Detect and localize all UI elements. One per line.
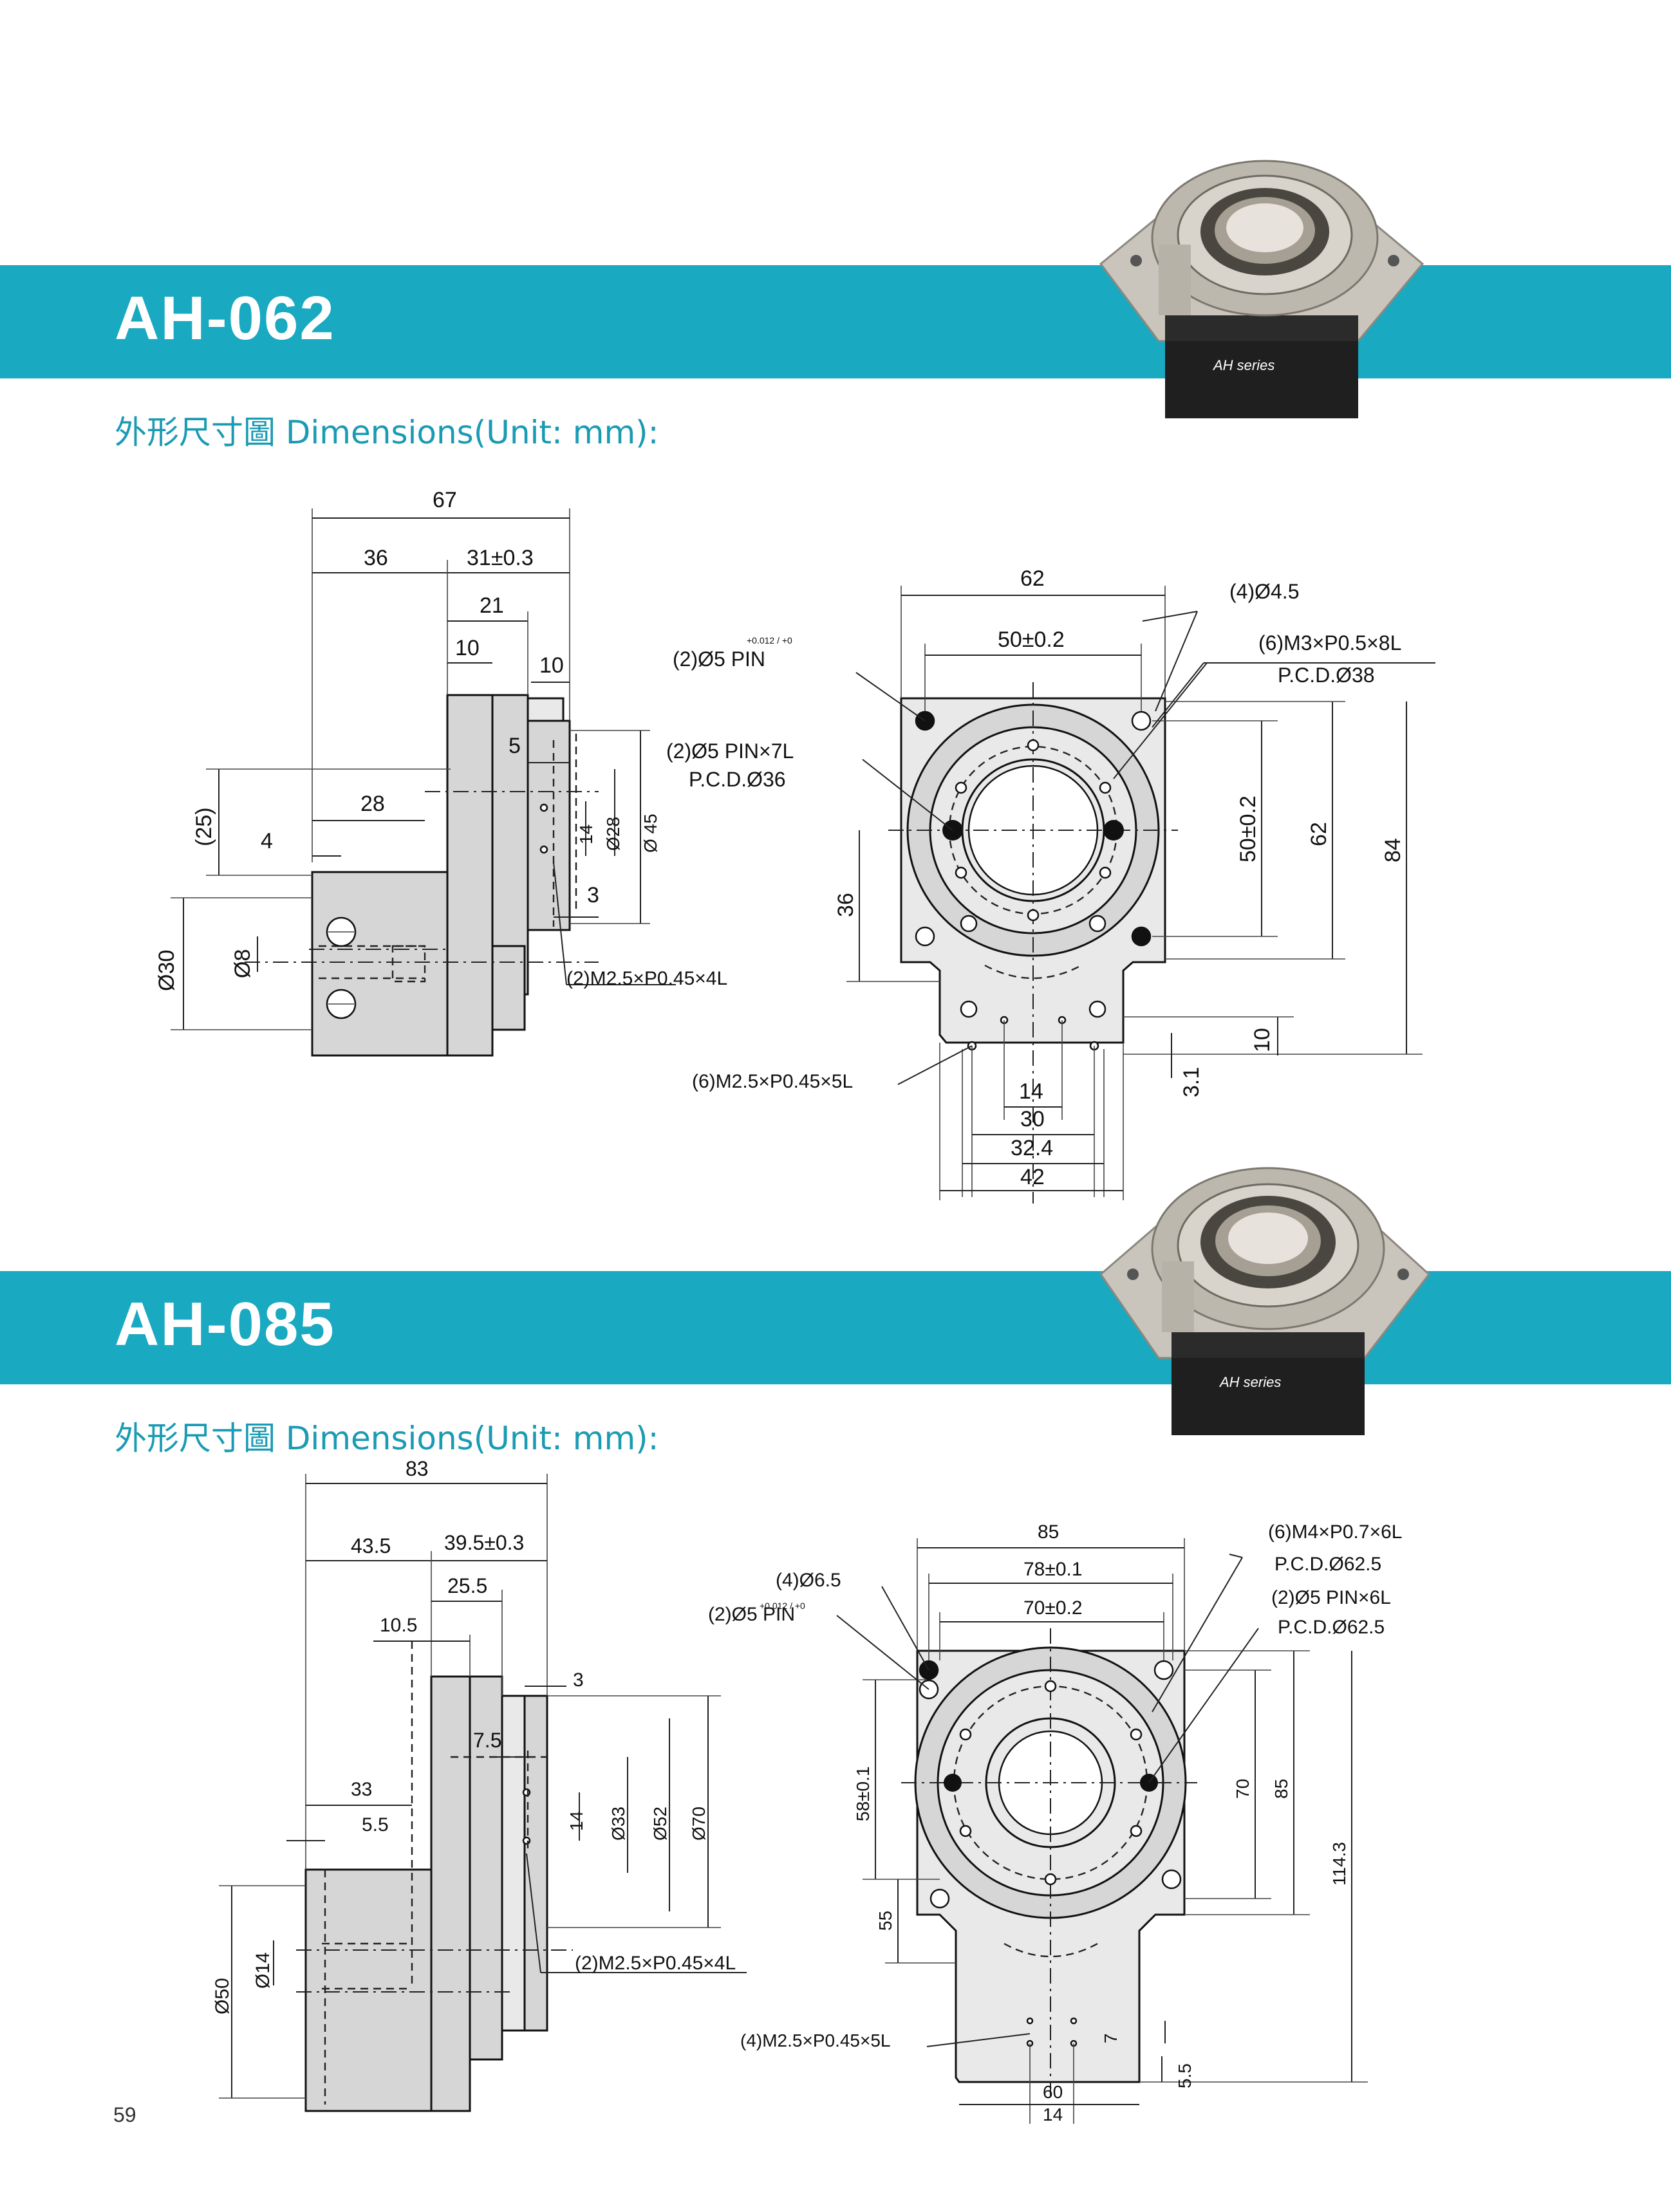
front-dim-58: 58±0.1	[853, 1767, 873, 1821]
front-dim-50v: 50±0.2	[1236, 795, 1260, 862]
product-photo: AH series	[1099, 160, 1424, 418]
callout-pin7l: (2)Ø5 PIN×7L	[666, 739, 794, 763]
front-dim-70v: 70	[1233, 1779, 1253, 1799]
dim-d30: Ø30	[154, 950, 179, 991]
callout-side: (2)M2.5×P0.45×4L	[575, 1953, 736, 1974]
front-dim-50: 50±0.2	[998, 627, 1065, 652]
callout-4-d6.5: (4)Ø6.5	[776, 1570, 841, 1591]
dim-33: 33	[351, 1779, 372, 1800]
front-view: 62 50±0.2 36 50±0.2 62 84 10 3.1 14 30 3…	[666, 566, 1435, 1204]
tolerance-note: +0.012 / +0	[747, 635, 792, 646]
front-dim-42: 42	[1020, 1165, 1045, 1189]
dim-39.5: 39.5±0.3	[444, 1531, 524, 1554]
front-dim-36: 36	[834, 893, 858, 917]
front-dim-114.3: 114.3	[1329, 1842, 1349, 1886]
dim-5.5: 5.5	[362, 1814, 389, 1836]
dim-10a: 10	[455, 636, 480, 660]
front-dim-85v: 85	[1271, 1779, 1291, 1799]
front-dim-7: 7	[1101, 2033, 1121, 2043]
tolerance-note: +0.012 / +0	[760, 1601, 805, 1611]
callout-pin: (2)Ø5 PIN	[708, 1604, 795, 1625]
callout-m2.5: (4)M2.5×P0.45×5L	[740, 2031, 891, 2050]
front-dim-14: 14	[1043, 2105, 1063, 2124]
dim-36: 36	[364, 546, 388, 570]
callout-pin6l: (2)Ø5 PIN×6L	[1271, 1587, 1391, 1608]
dim-3: 3	[573, 1669, 584, 1691]
dim-d45: Ø 45	[640, 813, 660, 853]
callout-pcd62.5a: P.C.D.Ø62.5	[1274, 1554, 1381, 1575]
dim-d52: Ø52	[650, 1807, 670, 1841]
photo-label: AH series	[1212, 357, 1274, 373]
front-dim-62v: 62	[1307, 822, 1331, 846]
technical-drawing-ah062: 67 36 31±0.3 21 10 10 5 28 (25) 4 14 Ø28…	[154, 488, 1435, 1204]
callout-m3: (6)M3×P0.5×8L	[1258, 631, 1401, 655]
front-dim-10: 10	[1250, 1028, 1274, 1052]
photo-label: AH series	[1218, 1374, 1281, 1390]
technical-drawing-ah085: 83 43.5 39.5±0.3 25.5 10.5 3 7.5 33 5.5 …	[212, 1457, 1402, 2124]
dim-4: 4	[261, 829, 273, 853]
callout-pin: (2)Ø5 PIN	[673, 647, 765, 671]
dim-5: 5	[509, 734, 521, 758]
front-dim-5.5: 5.5	[1175, 2063, 1195, 2088]
dim-10.5: 10.5	[380, 1615, 417, 1636]
dim-10b: 10	[539, 653, 564, 678]
dimensions-subtitle: 外形尺寸圖 Dimensions(Unit: mm):	[115, 1420, 659, 1457]
dim-d33: Ø33	[608, 1807, 628, 1841]
front-view: 85 78±0.1 70±0.2 58±0.1 55 70 85 114.3 7…	[708, 1521, 1402, 2124]
front-dim-3.1: 3.1	[1179, 1067, 1204, 1097]
side-view: 67 36 31±0.3 21 10 10 5 28 (25) 4 14 Ø28…	[154, 488, 727, 1057]
dim-43.5: 43.5	[351, 1534, 391, 1557]
dim-14: 14	[576, 824, 596, 844]
callout-4-d4.5: (4)Ø4.5	[1229, 580, 1299, 603]
dim-25: (25)	[192, 808, 216, 846]
dim-28: 28	[360, 792, 385, 816]
front-dim-84: 84	[1381, 838, 1405, 862]
dim-3: 3	[587, 883, 599, 907]
callout-m2.5: (6)M2.5×P0.45×5L	[692, 1071, 853, 1092]
side-view: 83 43.5 39.5±0.3 25.5 10.5 3 7.5 33 5.5 …	[212, 1457, 747, 2112]
dim-83: 83	[406, 1457, 429, 1480]
dimensions-subtitle: 外形尺寸圖 Dimensions(Unit: mm):	[115, 414, 659, 451]
dim-d28: Ø28	[603, 817, 623, 851]
front-dim-60: 60	[1043, 2082, 1063, 2102]
front-dim-70: 70±0.2	[1023, 1597, 1083, 1619]
page-number: 59	[113, 2103, 136, 2126]
callout-pcd62.5b: P.C.D.Ø62.5	[1278, 1617, 1385, 1638]
dim-21: 21	[480, 593, 504, 618]
front-dim-78: 78±0.1	[1023, 1559, 1083, 1580]
callout-pcd38: P.C.D.Ø38	[1278, 664, 1375, 687]
front-dim-62: 62	[1020, 566, 1045, 591]
dim-d50: Ø50	[212, 1978, 233, 2014]
dim-31: 31±0.3	[467, 546, 534, 570]
product-photo: AH series	[1099, 1167, 1431, 1435]
front-dim-14: 14	[1019, 1079, 1043, 1104]
callout-pcd36: P.C.D.Ø36	[689, 768, 786, 791]
dim-d14: Ø14	[252, 1952, 274, 1989]
front-dim-55: 55	[875, 1911, 895, 1931]
dim-67: 67	[433, 488, 457, 512]
dim-d70: Ø70	[689, 1807, 709, 1841]
model-title: AH-085	[115, 1290, 335, 1359]
front-dim-85: 85	[1038, 1521, 1059, 1543]
model-title: AH-062	[115, 284, 335, 353]
dim-25.5: 25.5	[447, 1574, 487, 1597]
front-dim-32.4: 32.4	[1011, 1136, 1053, 1160]
callout-side: (2)M2.5×P0.45×4L	[566, 968, 727, 989]
dim-14: 14	[566, 1811, 586, 1831]
dim-d8: Ø8	[230, 949, 255, 978]
callout-m4: (6)M4×P0.7×6L	[1268, 1521, 1402, 1543]
front-dim-30: 30	[1020, 1107, 1045, 1131]
dim-7.5: 7.5	[473, 1729, 501, 1752]
